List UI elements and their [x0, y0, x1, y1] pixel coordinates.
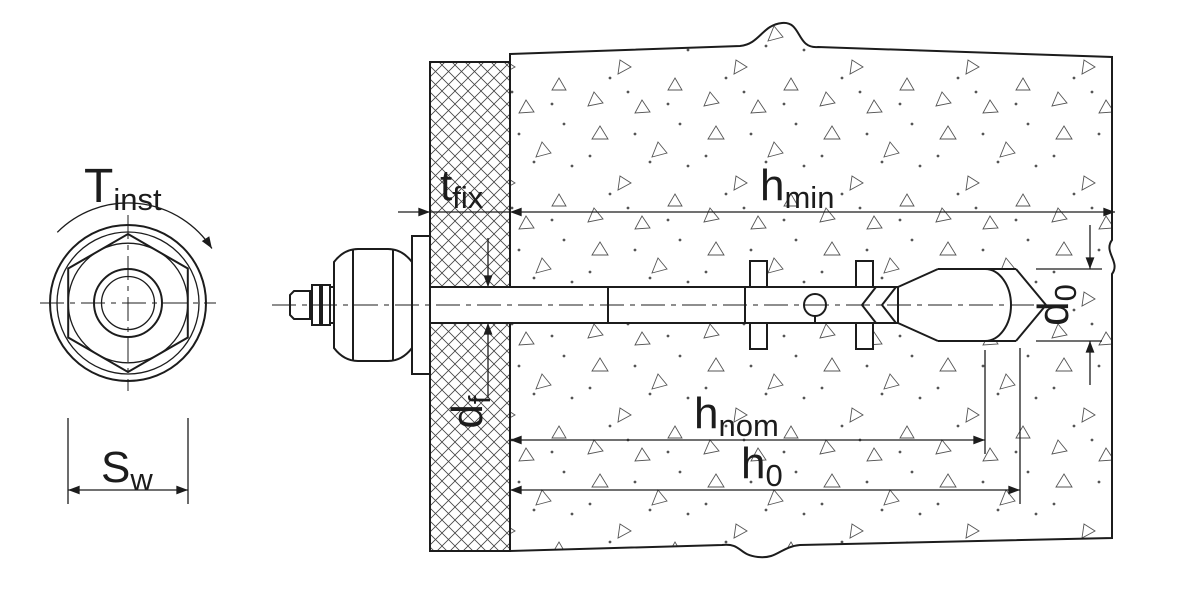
dim-d0: d0 [1029, 225, 1102, 385]
section-view: tfix hmin df hnom h [272, 21, 1116, 559]
bolt-tip [289, 290, 311, 320]
clip-tab [749, 322, 768, 350]
nut-facet-lines [352, 250, 394, 360]
dim-sw: Sw [67, 418, 189, 504]
label-h0: h0 [741, 439, 783, 493]
front-view: Tinst Sw [40, 160, 216, 504]
torque-arrow-arc [56, 202, 213, 249]
clip-tab [855, 260, 874, 288]
nut-chamfer-circle [67, 242, 189, 364]
cone-lines [897, 268, 1016, 342]
dim-hmin: hmin [510, 161, 1115, 217]
label-tinst: Tinst [84, 160, 162, 217]
hole-bottom-cone [1015, 268, 1048, 342]
clip-tab [855, 322, 874, 350]
label-sw: Sw [101, 443, 153, 497]
dim-tfix: tfix [398, 161, 510, 217]
label-df: df [443, 395, 497, 428]
clip-tab [749, 260, 768, 288]
dim-df: df [443, 238, 497, 429]
label-tfix: tfix [440, 161, 484, 215]
label-d0: d0 [1029, 284, 1083, 326]
label-hnom: hnom [694, 389, 779, 443]
dim-hnom: hnom [510, 350, 986, 454]
dim-h0: h0 [510, 348, 1021, 504]
label-hmin: hmin [760, 161, 834, 215]
